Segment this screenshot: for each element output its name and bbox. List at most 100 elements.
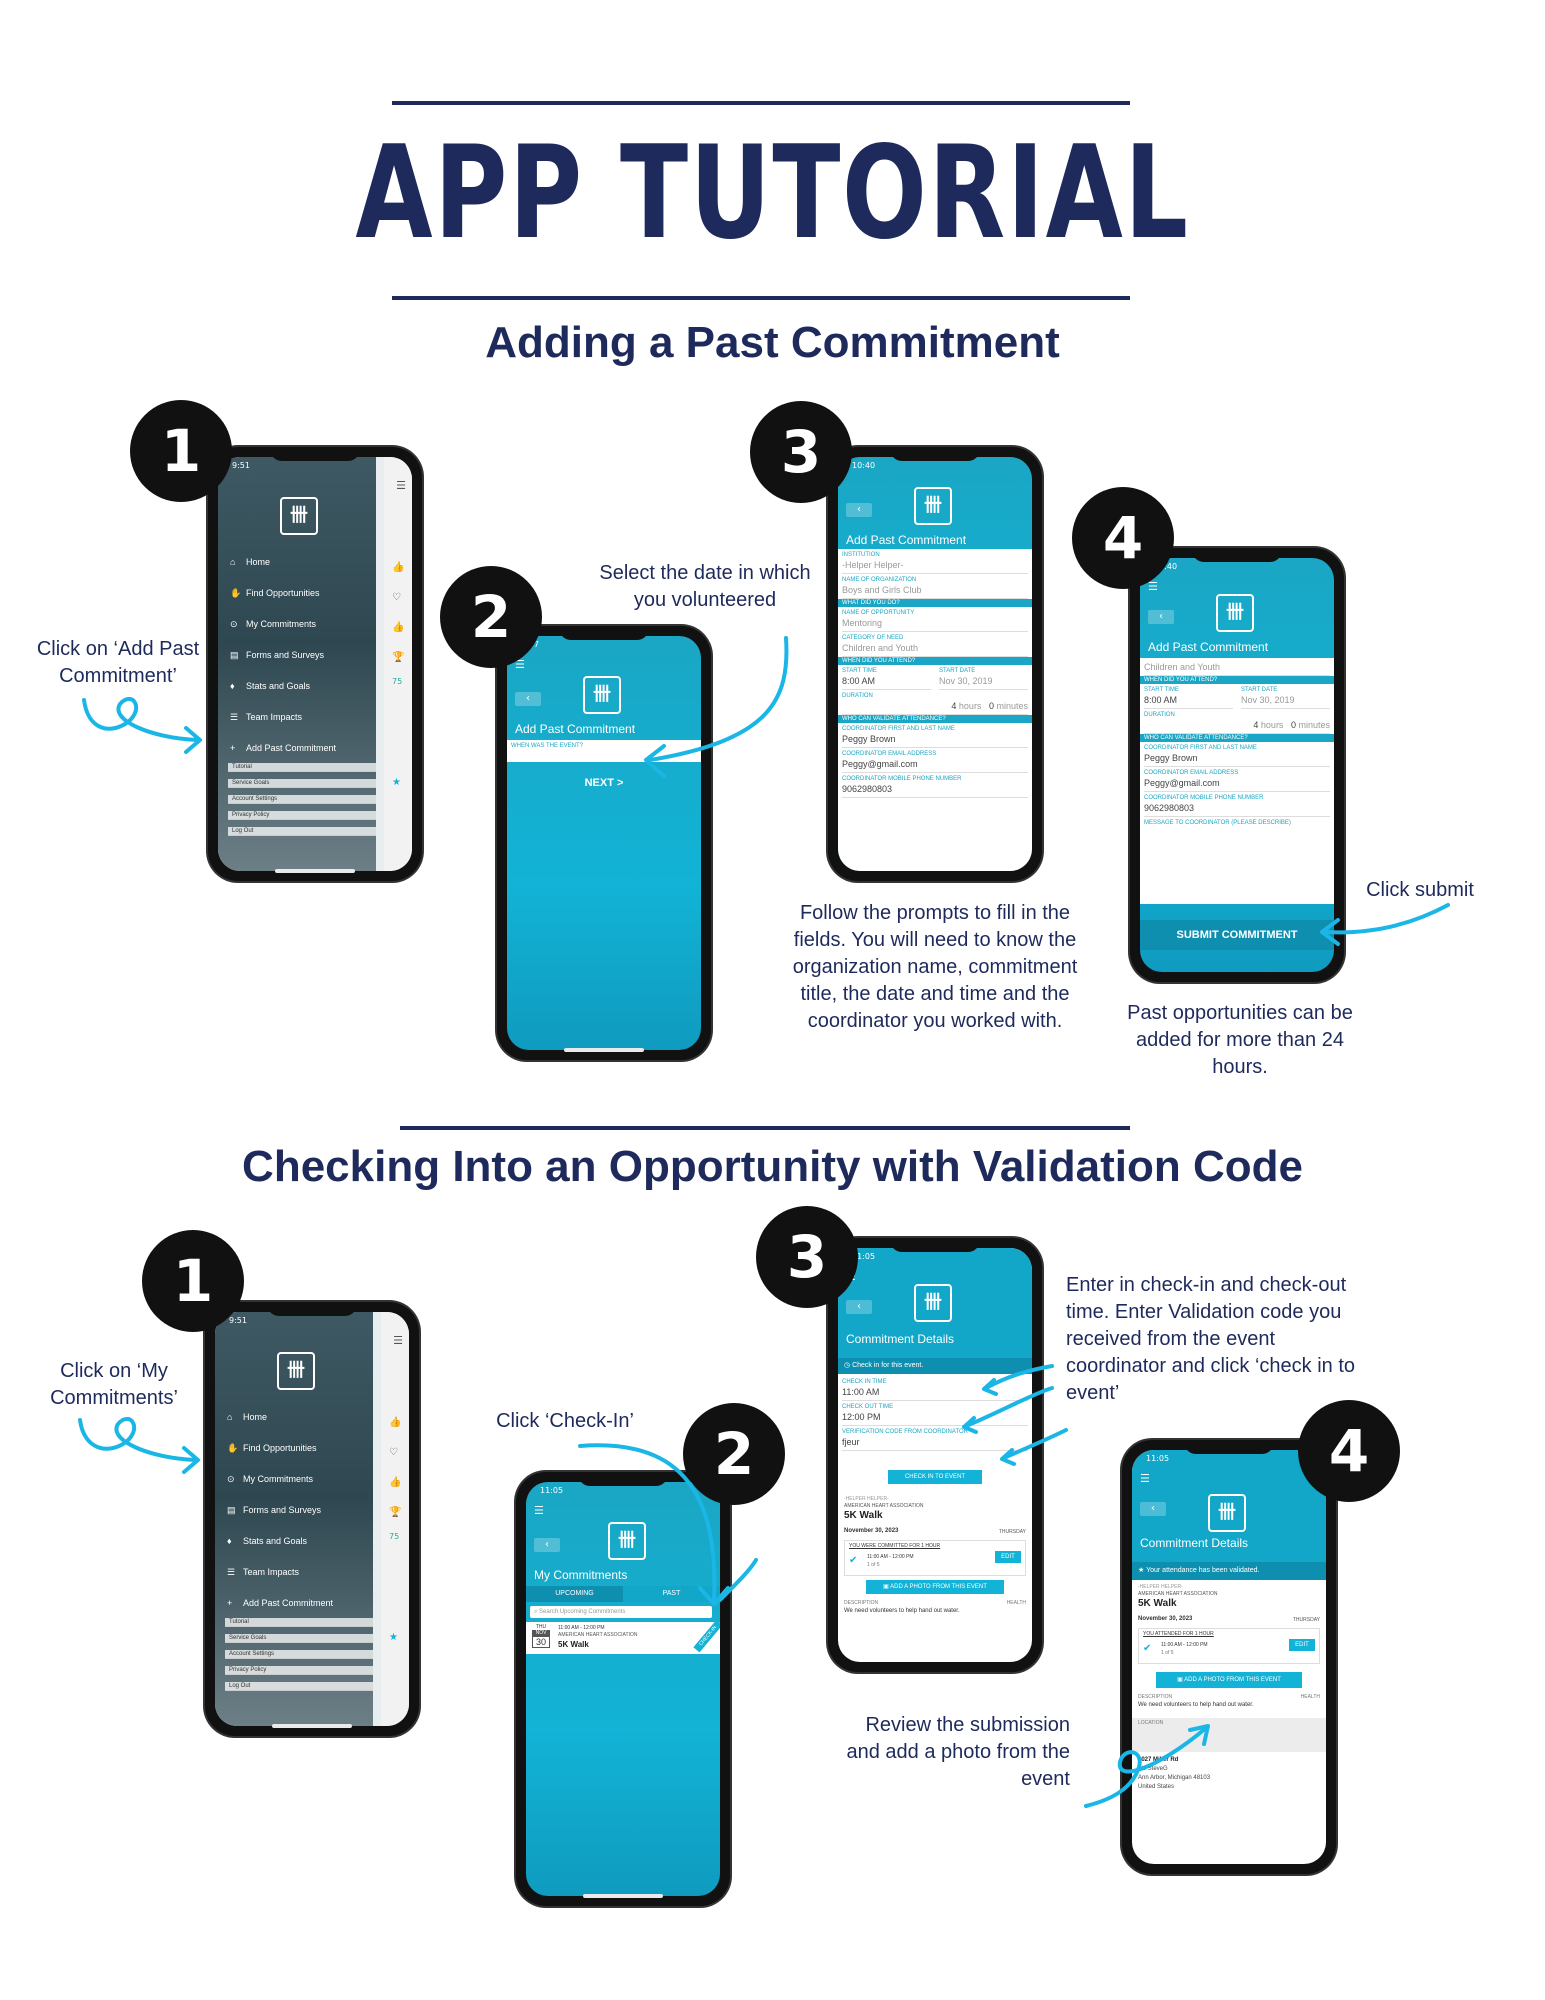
arrow-s1-step1 [82,696,200,742]
coord-phone-label: COORDINATOR MOBILE PHONE NUMBER [842,776,962,782]
commitment-card[interactable]: THU NOV 30 11:00 AM - 12:00 PM AMERICAN … [526,1619,720,1654]
coord-name-field[interactable]: Peggy Brown [842,732,1028,748]
coord-email-field[interactable]: Peggy@gmail.com [842,757,1028,773]
menu-forms[interactable]: ▤Forms and Surveys [230,650,325,660]
s2-step2-badge: 2 [683,1403,785,1505]
menu-forms[interactable]: ▤Forms and Surveys [227,1505,322,1515]
coord-phone-field[interactable]: 9062980803 [842,782,1028,798]
next-button[interactable]: NEXT > [584,777,624,789]
timer-icon: ◷ [844,1362,853,1369]
submenu-logout[interactable]: Log Out [228,827,376,836]
s2-note-step4: Review the submission and add a photo fr… [846,1714,1071,1790]
need-field[interactable]: Children and Youth [842,641,1028,657]
menu-my-commitments[interactable]: ⊙My Commitments [230,619,317,629]
hamburger-icon[interactable]: ☰ [1148,580,1158,593]
duration-label: DURATION [842,693,873,699]
submenu-service-goals[interactable]: Service Goals [225,1634,373,1643]
submenu-logout[interactable]: Log Out [225,1682,373,1691]
screen-title: Commitment Details [846,1332,955,1346]
phone-notch [270,447,360,461]
coord-email-field[interactable]: Peggy@gmail.com [1144,776,1330,792]
duration-label: DURATION [1144,712,1175,718]
chevron-left-icon[interactable]: ‹ [1140,1502,1166,1516]
tab-past[interactable]: PAST [623,1586,720,1602]
menu-stats[interactable]: ♦Stats and Goals [230,681,311,691]
submenu-tutorial[interactable]: Tutorial [225,1618,373,1627]
submenu-privacy[interactable]: Privacy Policy [228,811,376,820]
code-label: VERIFICATION CODE FROM COORDINATOR [842,1429,969,1435]
submenu-tutorial[interactable]: Tutorial [228,763,376,772]
chevron-left-icon[interactable]: ‹ [846,503,872,517]
start-date-field[interactable]: Nov 30, 2019 [1241,693,1330,709]
s2-note-step2: Click ‘Check-In’ [496,1410,634,1432]
address-line3: Ann Arbor, Michigan 48103 [1138,1775,1211,1781]
chevron-left-icon[interactable]: ‹ [515,692,541,706]
status-time: 11:05 [852,1252,876,1261]
menu-add-past[interactable]: +Add Past Commitment [230,743,337,753]
screen-title: Add Past Commitment [1148,640,1269,654]
hamburger-icon[interactable]: ☰ [515,658,525,671]
start-date-field[interactable]: Nov 30, 2019 [939,674,1028,690]
checkin-to-event-button[interactable]: CHECK IN TO EVENT [888,1470,982,1484]
menu-screen: 👍♡👍 🏆 75 ★ 9:51 卌 ⌂Home ✋Find Opportunit… [215,1312,409,1726]
search-input[interactable]: ⌕ Search Upcoming Commitments [530,1606,712,1618]
checkout-time-field[interactable]: 12:00 PM [842,1410,1028,1426]
submenu-privacy[interactable]: Privacy Policy [225,1666,373,1675]
need-field[interactable]: Children and Youth [1144,658,1330,676]
tab-upcoming[interactable]: UPCOMING [526,1586,623,1602]
submit-commitment-button[interactable]: SUBMIT COMMITMENT [1140,920,1334,950]
phone-notch [890,447,980,461]
menu-team-impacts[interactable]: ☰Team Impacts [230,712,303,722]
menu-find-opportunities[interactable]: ✋Find Opportunities [227,1443,317,1453]
chevron-left-icon[interactable]: ‹ [846,1300,872,1314]
status-time: 9:51 [232,461,250,470]
side-menu: 9:51 卌 ⌂Home ✋Find Opportunities ⊙My Com… [218,457,376,871]
attended-label: YOU ATTENDED FOR 1 HOUR [1143,1631,1214,1637]
menu-add-past[interactable]: +Add Past Commitment [227,1598,334,1608]
submenu-account[interactable]: Account Settings [228,795,376,804]
start-time-field[interactable]: 8:00 AM [1144,693,1233,709]
menu-find-opportunities[interactable]: ✋Find Opportunities [230,588,320,598]
start-time-label: START TIME [842,668,877,674]
hamburger-icon[interactable]: ☰ [396,479,406,492]
coord-email-label: COORDINATOR EMAIL ADDRESS [842,751,937,757]
hamburger-icon[interactable]: ☰ [534,1504,544,1517]
hamburger-icon[interactable]: ☰ [393,1334,403,1347]
hamburger-icon[interactable]: ☰ [1140,1472,1150,1485]
coord-name-field[interactable]: Peggy Brown [1144,751,1330,767]
opp-field[interactable]: Mentoring [842,616,1028,632]
coord-phone-field[interactable]: 9062980803 [1144,801,1330,817]
chevron-left-icon[interactable]: ‹ [534,1538,560,1552]
org-field[interactable]: Boys and Girls Club [842,583,1028,599]
institution-field[interactable]: -Helper Helper- [842,558,1028,574]
edit-button[interactable]: EDIT [1289,1639,1315,1651]
duration-field[interactable]: 4 hours 0 minutes [842,699,1028,715]
start-time-field[interactable]: 8:00 AM [842,674,931,690]
step2-badge: 2 [440,566,542,668]
address-line4: United States [1138,1784,1175,1790]
slot-time: 11:00 AM - 12:00 PM [1161,1642,1208,1648]
duration-field[interactable]: 4 hours 0 minutes [1144,718,1330,734]
edit-button[interactable]: EDIT [995,1551,1021,1563]
clipboard-icon: ▤ [227,1505,236,1515]
menu-my-commitments[interactable]: ⊙My Commitments [227,1474,314,1484]
desc-value: We need volunteers to help hand out wate… [1138,1702,1254,1708]
add-photo-button[interactable]: ▣ ADD A PHOTO FROM THIS EVENT [866,1580,1004,1594]
validation-code-field[interactable]: fjeur [842,1435,1028,1451]
committed-box: YOU WERE COMMITTED FOR 1 HOUR ✔ 11:00 AM… [844,1540,1026,1576]
menu-stats[interactable]: ♦Stats and Goals [227,1536,308,1546]
add-photo-button[interactable]: ▣ ADD A PHOTO FROM THIS EVENT [1156,1672,1302,1688]
location-label: LOCATION [1138,1720,1164,1726]
menu-home[interactable]: ⌂Home [227,1412,268,1422]
chevron-left-icon[interactable]: ‹ [1148,610,1174,624]
s1-note-step2: Select the date in which you volunteered [599,562,811,611]
submenu-account[interactable]: Account Settings [225,1650,373,1659]
checkin-time-field[interactable]: 11:00 AM [842,1385,1028,1401]
card-event: 5K Walk [558,1640,589,1649]
status-time: 10:40 [852,461,876,470]
submenu-service-goals[interactable]: Service Goals [228,779,376,788]
menu-team-impacts[interactable]: ☰Team Impacts [227,1567,300,1577]
plus-icon: + [227,1598,233,1608]
menu-home[interactable]: ⌂Home [230,557,271,567]
s2-step1-badge: 1 [142,1230,244,1332]
